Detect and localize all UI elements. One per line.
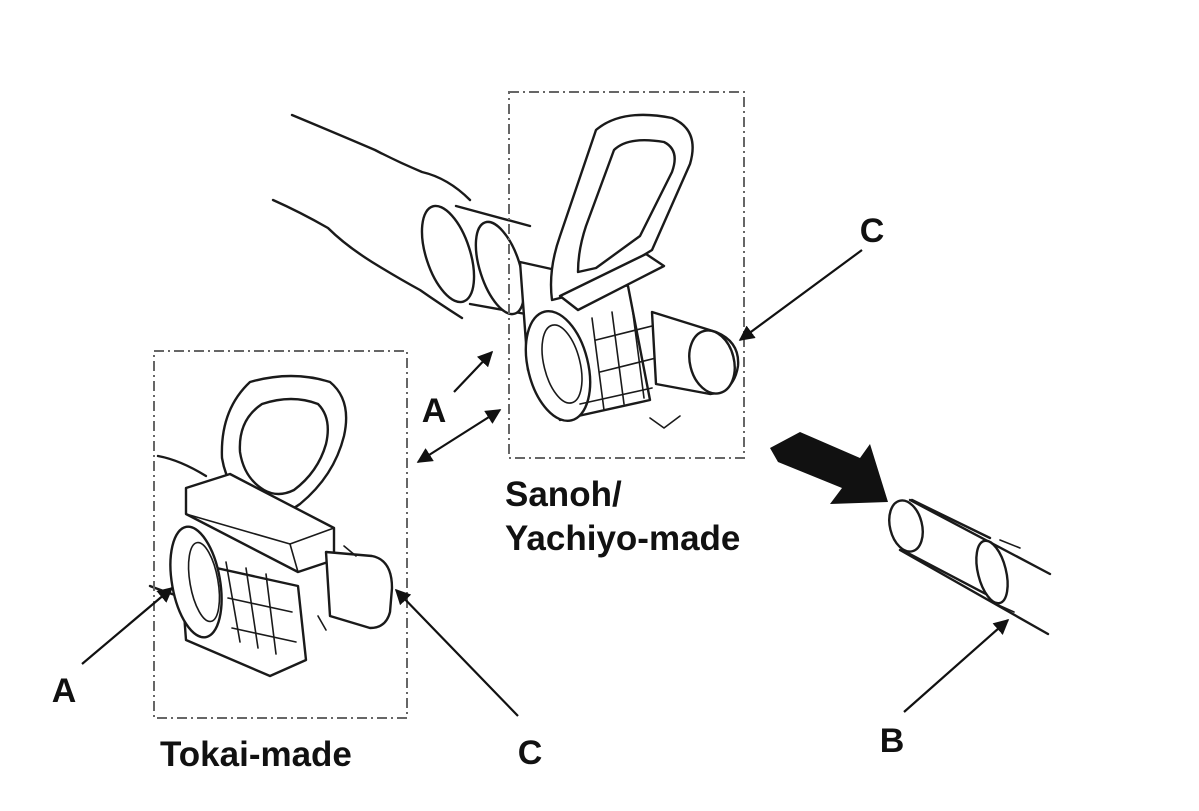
leader-a-lower <box>81 587 174 665</box>
caption-tokai: Tokai-made <box>160 735 352 774</box>
leader-b <box>903 618 1010 713</box>
quick-connector-sanoh-yachiyo <box>518 113 740 429</box>
fuel-hose-upper <box>271 113 550 320</box>
leader-c-lower <box>394 588 519 717</box>
interchange-double-arrow <box>416 409 502 463</box>
fuel-pipe <box>888 498 1052 636</box>
removal-direction-arrow <box>770 432 888 504</box>
quick-connector-tokai <box>169 374 394 678</box>
callout-a-lower: A <box>52 672 77 710</box>
caption-sanoh-line1: Sanoh/ <box>505 475 622 514</box>
tokai-detail-frame <box>153 350 408 719</box>
leader-c-upper <box>738 249 863 341</box>
callout-b: B <box>880 722 905 760</box>
callout-c-lower: C <box>518 734 543 772</box>
callout-a-upper: A <box>422 392 447 430</box>
callout-c-upper: C <box>860 212 885 250</box>
caption-sanoh-line2: Yachiyo-made <box>505 519 740 558</box>
leader-a-upper <box>453 350 494 393</box>
